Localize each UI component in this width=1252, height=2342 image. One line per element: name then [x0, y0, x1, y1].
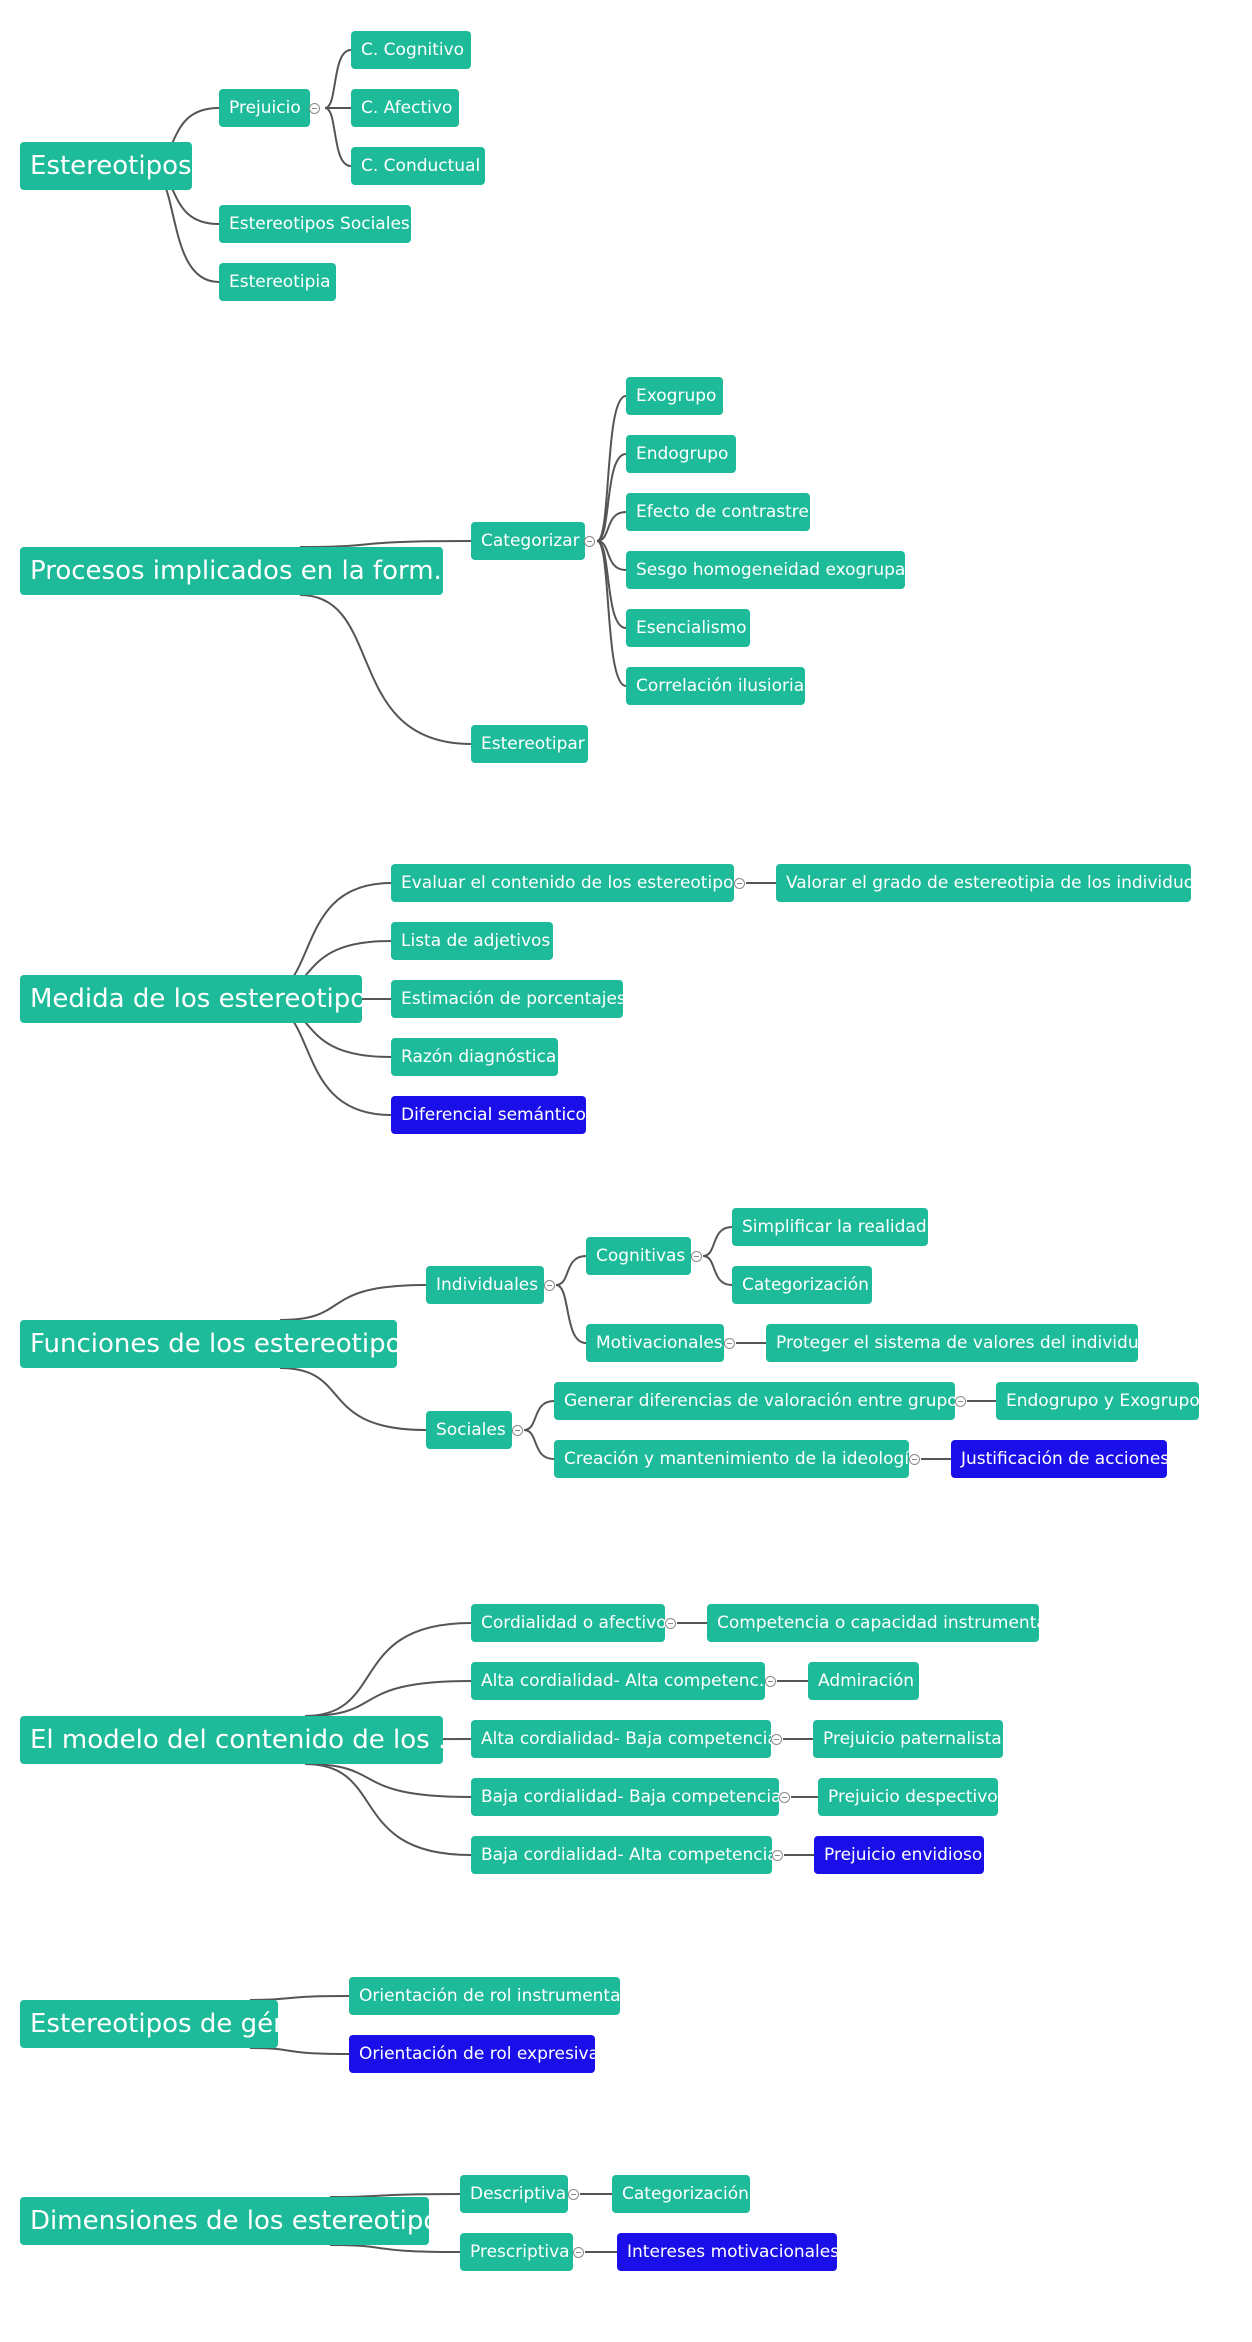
root-estereotipos[interactable]: Estereotipos: [20, 142, 192, 190]
connector-line: [304, 1680, 472, 1717]
collapse-toggle-icon[interactable]: [691, 1251, 702, 1262]
node-sociales[interactable]: Sociales: [426, 1411, 512, 1449]
root-procesos-implicados[interactable]: Procesos implicados en la form...: [20, 547, 443, 595]
collapse-toggle-icon[interactable]: [909, 1454, 920, 1465]
connector-line: [596, 540, 627, 629]
node-admiracion[interactable]: Admiración: [808, 1662, 919, 1700]
node-estereotipia[interactable]: Estereotipia: [219, 263, 336, 301]
node-diferencial-semantico[interactable]: Diferencial semántico: [391, 1096, 586, 1134]
node-baja-alta[interactable]: Baja cordialidad- Alta competencia: [471, 1836, 772, 1874]
node-estereotipar[interactable]: Estereotipar: [471, 725, 588, 763]
collapse-toggle-icon[interactable]: [724, 1338, 735, 1349]
node-categorizacion-7[interactable]: Categorización: [612, 2175, 750, 2213]
collapse-toggle-icon[interactable]: [734, 878, 745, 889]
collapse-toggle-icon[interactable]: [765, 1676, 776, 1687]
connector-line: [324, 107, 352, 167]
node-efecto-de-contraste[interactable]: Efecto de contrastre: [626, 493, 810, 531]
collapse-toggle-icon[interactable]: [309, 103, 320, 114]
node-sesgo-homogeneidad[interactable]: Sesgo homogeneidad exogrupal: [626, 551, 905, 589]
root-estereotipos-genero[interactable]: Estereotipos de género: [20, 2000, 278, 2048]
node-prejuicio-envidioso[interactable]: Prejuicio envidioso: [814, 1836, 984, 1874]
node-estereotipos-sociales[interactable]: Estereotipos Sociales: [219, 205, 411, 243]
connector-line: [249, 2047, 350, 2055]
node-razon-diagnostica[interactable]: Razón diagnóstica: [391, 1038, 558, 1076]
node-c-afectivo[interactable]: C. Afectivo: [351, 89, 459, 127]
node-evaluar-contenido[interactable]: Evaluar el contenido de los estereotipos: [391, 864, 734, 902]
root-modelo-contenido[interactable]: El modelo del contenido de los ...: [20, 1716, 443, 1764]
connector-line: [304, 1763, 472, 1856]
node-categorizacion[interactable]: Categorización: [732, 1266, 872, 1304]
node-prejuicio-despectivo[interactable]: Prejuicio despectivo: [818, 1778, 998, 1816]
node-rol-expresiva[interactable]: Orientación de rol expresiva: [349, 2035, 595, 2073]
node-categorizar[interactable]: Categorizar: [471, 522, 585, 560]
node-alta-alta[interactable]: Alta cordialidad- Alta competenc...: [471, 1662, 765, 1700]
connector-line: [702, 1226, 733, 1257]
node-prejuicio-paternalista[interactable]: Prejuicio paternalista: [813, 1720, 1003, 1758]
node-competencia-instrumental[interactable]: Competencia o capacidad instrumental: [707, 1604, 1039, 1642]
root-medida-estereotipos[interactable]: Medida de los estereotipos: [20, 975, 362, 1023]
node-prejuicio[interactable]: Prejuicio: [219, 89, 310, 127]
node-justificacion-acciones[interactable]: Justificación de acciones: [951, 1440, 1167, 1478]
node-alta-baja[interactable]: Alta cordialidad- Baja competencia: [471, 1720, 771, 1758]
node-c-cognitivo[interactable]: C. Cognitivo: [351, 31, 471, 69]
collapse-toggle-icon[interactable]: [772, 1850, 783, 1861]
connector-line: [523, 1400, 555, 1431]
node-proteger-sistema[interactable]: Proteger el sistema de valores del indiv…: [766, 1324, 1138, 1362]
connector-line: [596, 395, 627, 542]
connector-line: [702, 1255, 733, 1286]
node-endogrupo-exogrupo[interactable]: Endogrupo y Exogrupo: [996, 1382, 1199, 1420]
node-exogrupo[interactable]: Exogrupo: [626, 377, 723, 415]
connector-line: [555, 1284, 587, 1344]
collapse-toggle-icon[interactable]: [665, 1618, 676, 1629]
connector-line: [279, 1367, 427, 1431]
node-intereses-motivacionales[interactable]: Intereses motivacionales: [617, 2233, 837, 2271]
root-funciones-estereotipos[interactable]: Funciones de los estereotipos: [20, 1320, 397, 1368]
connector-line: [304, 1622, 472, 1717]
node-baja-baja[interactable]: Baja cordialidad- Baja competencia: [471, 1778, 779, 1816]
collapse-toggle-icon[interactable]: [568, 2189, 579, 2200]
node-descriptiva[interactable]: Descriptiva: [460, 2175, 568, 2213]
node-endogrupo[interactable]: Endogrupo: [626, 435, 736, 473]
connector-line: [596, 540, 627, 571]
collapse-toggle-icon[interactable]: [955, 1396, 966, 1407]
node-cordialidad-afectivo[interactable]: Cordialidad o afectivo: [471, 1604, 665, 1642]
node-c-conductual[interactable]: C. Conductual: [351, 147, 485, 185]
connector-line: [596, 540, 627, 687]
connector-line: [555, 1255, 587, 1286]
connector-line: [279, 1284, 427, 1321]
collapse-toggle-icon[interactable]: [771, 1734, 782, 1745]
node-individuales[interactable]: Individuales: [426, 1266, 544, 1304]
collapse-toggle-icon[interactable]: [584, 536, 595, 547]
node-valorar-grado[interactable]: Valorar el grado de estereotipia de los …: [776, 864, 1191, 902]
connector-line: [523, 1429, 555, 1460]
connector-line: [596, 511, 627, 542]
node-creacion-ideologia[interactable]: Creación y mantenimiento de la ideología: [554, 1440, 909, 1478]
node-esencialismo[interactable]: Esencialismo: [626, 609, 750, 647]
connector-line: [324, 49, 352, 109]
node-prescriptiva[interactable]: Prescriptiva: [460, 2233, 573, 2271]
root-dimensiones-estereotipos[interactable]: Dimensiones de los estereotipos: [20, 2197, 429, 2245]
node-estimacion-porcentajes[interactable]: Estimación de porcentajes: [391, 980, 623, 1018]
collapse-toggle-icon[interactable]: [512, 1425, 523, 1436]
connector-line: [304, 1763, 472, 1798]
connector-line: [299, 594, 472, 745]
collapse-toggle-icon[interactable]: [779, 1792, 790, 1803]
node-correlacion-ilusoria[interactable]: Correlación ilusioria: [626, 667, 805, 705]
collapse-toggle-icon[interactable]: [573, 2247, 584, 2258]
node-cognitivas[interactable]: Cognitivas: [586, 1237, 691, 1275]
node-lista-adjetivos[interactable]: Lista de adjetivos: [391, 922, 553, 960]
node-motivacionales[interactable]: Motivacionales: [586, 1324, 724, 1362]
node-generar-diferencias[interactable]: Generar diferencias de valoración entre …: [554, 1382, 955, 1420]
node-simplificar-realidad[interactable]: Simplificar la realidad: [732, 1208, 928, 1246]
connector-line: [596, 453, 627, 542]
connector-line: [329, 2244, 461, 2253]
collapse-toggle-icon[interactable]: [544, 1280, 555, 1291]
node-rol-instrumental[interactable]: Orientación de rol instrumental: [349, 1977, 620, 2015]
